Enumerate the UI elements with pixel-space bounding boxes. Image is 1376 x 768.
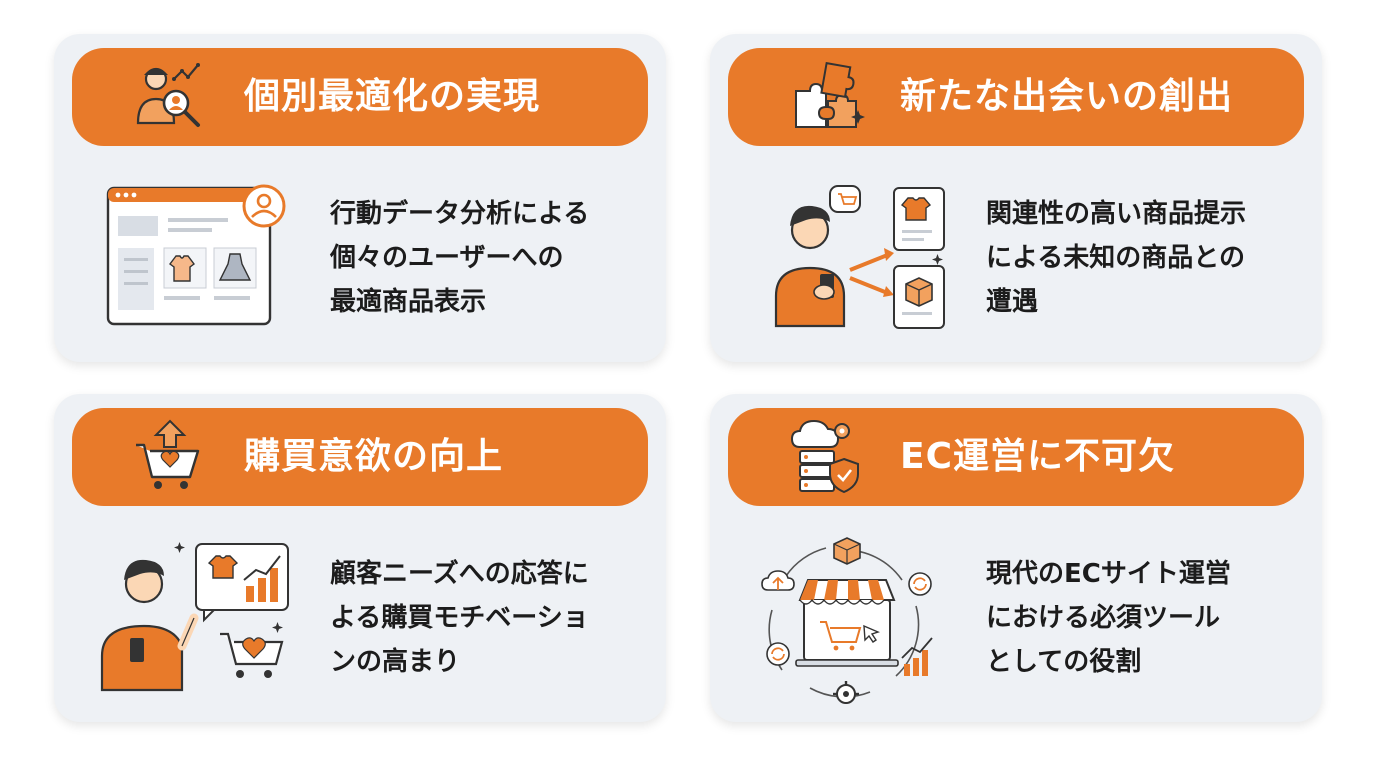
card-title: 購買意欲の向上 <box>244 436 504 477</box>
puzzle-pieces-icon <box>795 61 865 128</box>
benefit-card-purchase-motivation: 購買意欲の向上 顧客ニーズへの応答に よる購買モチベーショ ンの高まり <box>54 394 666 722</box>
card-description: 現代のECサイト運営 における必須ツール としての役割 <box>986 552 1306 684</box>
description-line: における必須ツール <box>986 603 1221 633</box>
cart-heart-arrow-icon <box>136 419 200 489</box>
benefit-card-ec-essential: EC運営に不可欠 現代のECサ <box>710 394 1322 722</box>
description-line: 関連性の高い商品提示 <box>986 199 1247 229</box>
card-title: EC運営に不可欠 <box>900 436 1176 477</box>
card-header: 購買意欲の向上 <box>72 408 648 506</box>
description-line: ンの高まり <box>330 647 461 677</box>
person-recommendation-icon <box>774 185 945 329</box>
card-description: 関連性の高い商品提示 による未知の商品との 遭遇 <box>986 192 1306 324</box>
benefit-card-discovery: 新たな出会いの創出 関連性の高い商品提示 による未知の商品との 遭遇 <box>710 34 1322 362</box>
benefit-card-personalization: 個別最適化の実現 行動データ分析による 個々のユーザーへの 最適商品表示 <box>54 34 666 362</box>
analytics-person-icon <box>136 63 200 127</box>
description-line: 行動データ分析による <box>330 199 590 229</box>
card-description: 顧客ニーズへの応答に よる購買モチベーショ ンの高まり <box>330 552 650 684</box>
description-line: 顧客ニーズへの応答に <box>330 559 589 589</box>
personalized-storefront-icon <box>106 184 286 326</box>
card-header: 個別最適化の実現 <box>72 48 648 146</box>
motivated-shopper-icon <box>100 542 289 692</box>
card-title: 新たな出会いの創出 <box>900 76 1234 117</box>
description-line: 個々のユーザーへの <box>330 243 564 273</box>
card-header: 新たな出会いの創出 <box>728 48 1304 146</box>
description-line: 遭遇 <box>986 287 1039 317</box>
description-line: としての役割 <box>986 647 1142 677</box>
ecommerce-cycle-icon <box>761 537 933 704</box>
description-line: よる購買モチベーショ <box>330 603 589 633</box>
card-title: 個別最適化の実現 <box>244 76 541 117</box>
description-line: による未知の商品との <box>986 243 1245 273</box>
card-description: 行動データ分析による 個々のユーザーへの 最適商品表示 <box>330 192 650 324</box>
card-header: EC運営に不可欠 <box>728 408 1304 506</box>
description-line: 最適商品表示 <box>330 287 487 317</box>
server-cloud-shield-icon <box>790 419 859 494</box>
description-line: 現代のECサイト運営 <box>986 559 1231 589</box>
